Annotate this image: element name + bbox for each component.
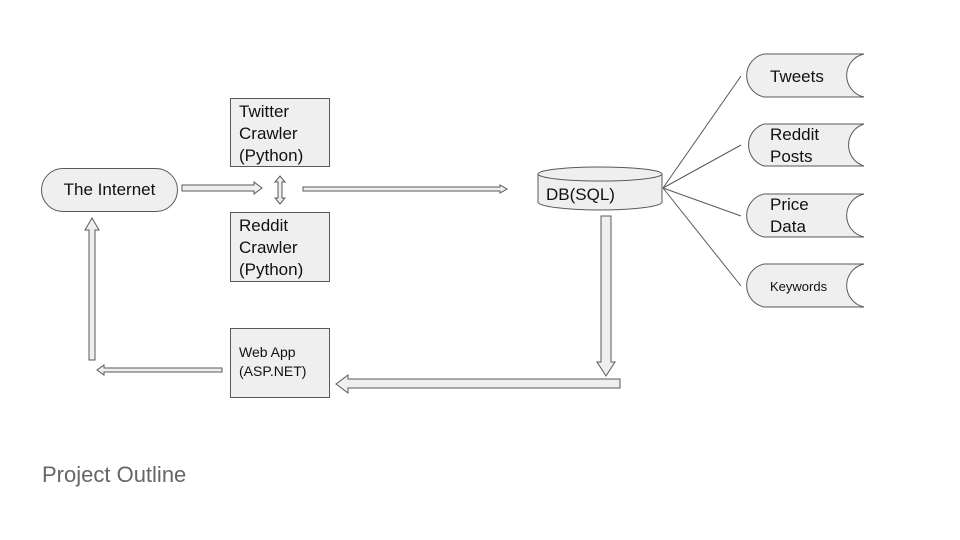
twitter-crawler-line-3: (Python)	[239, 146, 304, 165]
store-tweets: Tweets	[770, 66, 824, 88]
store-shape-keywords	[746, 263, 865, 308]
arrow-between-crawlers	[273, 175, 287, 205]
web-app-line-2: (ASP.NET)	[239, 363, 307, 379]
reddit-crawler-line-2: Crawler	[239, 238, 298, 257]
store-keywords: Keywords	[770, 276, 827, 298]
store-price-data-line-2: Data	[770, 217, 806, 236]
arrow-db-down	[596, 215, 616, 377]
db-connectors	[662, 75, 742, 287]
store-shape-price-data	[746, 193, 865, 238]
arrow-crawlers-to-db	[302, 184, 509, 194]
store-reddit-posts: Reddit Posts	[770, 124, 819, 168]
database-cylinder	[537, 166, 663, 211]
store-shape-tweets	[746, 53, 865, 98]
twitter-crawler-line-1: Twitter	[239, 102, 290, 121]
store-keywords-line-1: Keywords	[770, 279, 828, 294]
web-app-line-1: Web App	[239, 344, 296, 360]
store-reddit-posts-line-2: Posts	[770, 147, 813, 166]
store-price-data-line-1: Price	[770, 195, 809, 214]
arrow-internet-to-crawlers	[181, 181, 263, 195]
store-shape-reddit-posts	[748, 123, 865, 167]
database-label: DB(SQL)	[546, 185, 615, 204]
twitter-crawler-line-2: Crawler	[239, 124, 298, 143]
reddit-crawler-line-3: (Python)	[239, 260, 304, 279]
store-price-data: Price Data	[770, 194, 809, 238]
arrow-up-to-internet	[84, 217, 100, 361]
arrow-to-web-app	[335, 374, 621, 394]
store-reddit-posts-line-1: Reddit	[770, 125, 820, 144]
reddit-crawler-box: Reddit Crawler (Python)	[230, 212, 330, 282]
twitter-crawler-box: Twitter Crawler (Python)	[230, 98, 330, 167]
slide-title: Project Outline	[42, 462, 187, 487]
reddit-crawler-line-1: Reddit	[239, 216, 289, 235]
internet-node: The Internet	[41, 168, 178, 212]
web-app-box: Web App (ASP.NET)	[230, 328, 330, 398]
internet-label: The Internet	[63, 180, 156, 199]
arrow-web-app-left	[96, 364, 223, 376]
store-tweets-line-1: Tweets	[770, 67, 824, 86]
